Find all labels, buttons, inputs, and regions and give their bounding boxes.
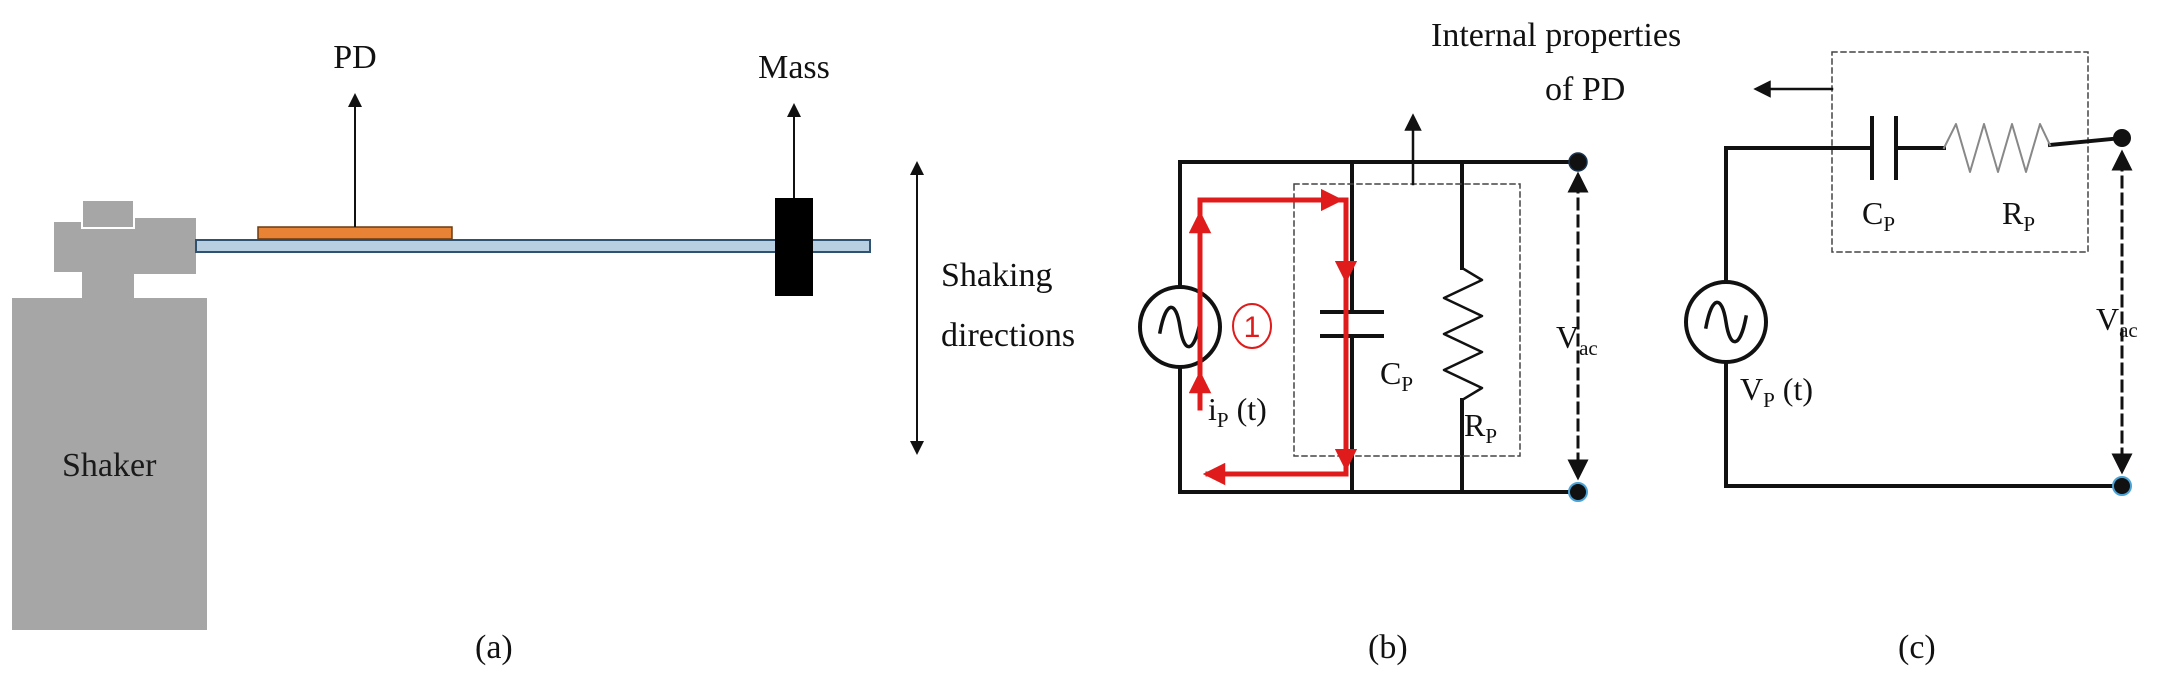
capacitor-label-c: CP xyxy=(1862,195,1895,236)
voltage-source-label: VP (t) xyxy=(1740,371,1813,412)
terminal-top-c xyxy=(2113,129,2131,147)
mass-label: Mass xyxy=(758,49,830,86)
internal-properties-label-line2: of PD xyxy=(1545,71,1625,108)
proof-mass xyxy=(775,198,813,296)
capacitor-label: CP xyxy=(1380,355,1413,396)
panel-a: Shaker PD Mass Shaking directions (a) xyxy=(12,39,1075,666)
panel-c: CP RP VP (t) Vac (c) xyxy=(1684,51,2138,666)
shaker-label: Shaker xyxy=(62,447,157,484)
shaker-body xyxy=(12,298,207,630)
pd-label: PD xyxy=(333,39,376,76)
shaker-clamp-left xyxy=(54,222,82,272)
cantilever-beam xyxy=(195,239,871,253)
resistor-label: RP xyxy=(1464,407,1497,448)
pd-internal-box xyxy=(1293,183,1521,457)
internal-properties-label-line1: Internal properties xyxy=(1431,17,1681,54)
shaking-label-line2: directions xyxy=(941,317,1075,354)
current-source-label: iP (t) xyxy=(1208,391,1267,432)
ac-source-sine-icon xyxy=(1157,305,1203,349)
caption-c: (c) xyxy=(1898,629,1936,666)
vac-label-c: Vac xyxy=(2096,301,2138,342)
terminal-bottom-c xyxy=(2112,476,2132,496)
shaking-label-line1: Shaking xyxy=(941,257,1052,294)
path-number-marker xyxy=(1232,303,1272,349)
caption-b: (b) xyxy=(1368,629,1408,666)
caption-a: (a) xyxy=(475,629,513,666)
res-to-terminal-wire xyxy=(2047,135,2125,148)
ac-voltage-sine-icon xyxy=(1703,300,1749,344)
terminal-top xyxy=(1568,152,1588,172)
resistor-zigzag-c xyxy=(1942,123,2052,173)
shaker-clamp-top xyxy=(81,199,135,229)
shaker-clamp-right xyxy=(134,218,196,274)
terminal-bottom xyxy=(1568,482,1588,502)
pd-layer xyxy=(257,226,453,240)
resistor-label-c: RP xyxy=(2002,195,2035,236)
panel-b: 1 iP (t) CP RP Vac Internal properties o… xyxy=(1138,17,1681,666)
path-number: 1 xyxy=(1244,311,1261,344)
pd-internal-box-c xyxy=(1831,51,2089,253)
resistor-zigzag xyxy=(1442,266,1484,402)
vac-label-b: Vac xyxy=(1556,319,1598,360)
